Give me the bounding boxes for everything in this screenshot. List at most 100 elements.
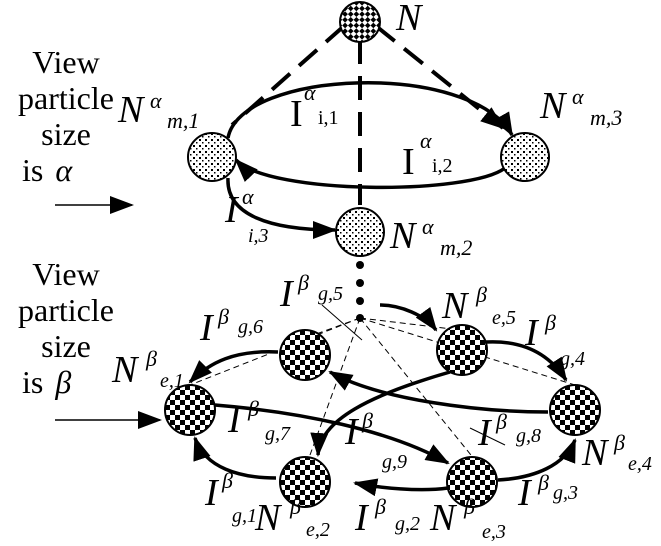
svg-text:I: I: [204, 472, 220, 514]
svg-text:N: N: [254, 497, 283, 539]
beta-view-label: View particle size is β: [6, 256, 126, 400]
root-node-label: N: [395, 0, 424, 39]
svg-text:g,9: g,9: [382, 451, 407, 473]
svg-text:i,2: i,2: [432, 155, 453, 177]
beta-view-symbol: β: [55, 364, 72, 400]
svg-text:I: I: [224, 189, 240, 231]
svg-text:β: β: [463, 494, 475, 519]
node-e3: [446, 456, 498, 508]
label-e3: N β e,3: [429, 494, 506, 543]
svg-text:β: β: [221, 468, 233, 493]
beta-arcs: [188, 303, 577, 497]
svg-text:g,2: g,2: [395, 513, 420, 535]
svg-text:I: I: [524, 312, 540, 354]
alpha-view-line4: is α: [6, 152, 126, 188]
svg-text:i,1: i,1: [318, 107, 339, 129]
svg-text:g,1: g,1: [232, 505, 257, 527]
svg-text:α: α: [420, 128, 432, 153]
svg-text:β: β: [613, 430, 625, 455]
alpha-arc-i1: [226, 81, 514, 139]
node-m2: [335, 207, 385, 257]
label-i2: I α i,2: [402, 128, 453, 183]
svg-text:N: N: [539, 85, 568, 127]
ellipsis-dots: [356, 261, 364, 322]
beta-arc-g4: [485, 340, 568, 382]
beta-arc-g3: [497, 438, 577, 482]
svg-text:α: α: [304, 80, 316, 105]
svg-text:β: β: [217, 304, 229, 329]
alpha-arc-i2: [234, 158, 507, 190]
svg-text:g,3: g,3: [553, 482, 578, 504]
svg-text:N: N: [117, 89, 146, 131]
label-g3: I β g,3: [517, 470, 578, 514]
beta-arc-g7: [310, 370, 451, 457]
svg-text:m,2: m,2: [440, 235, 472, 260]
label-g2: I β g,2: [354, 494, 420, 539]
svg-text:β: β: [374, 494, 386, 519]
beta-view-line2: particle: [18, 292, 114, 328]
svg-text:α: α: [242, 184, 254, 209]
svg-text:e,5: e,5: [492, 307, 516, 329]
svg-text:m,3: m,3: [590, 105, 622, 130]
node-e1: [164, 384, 216, 436]
label-e5: N β e,5: [441, 282, 516, 329]
node-m1: [187, 132, 237, 182]
svg-text:i,3: i,3: [248, 225, 269, 247]
beta-view-line1: View: [32, 256, 100, 292]
svg-text:β: β: [289, 494, 301, 519]
label-g6: I β g,6: [199, 304, 263, 349]
svg-text:e,4: e,4: [628, 453, 652, 475]
alpha-view-line2: particle: [18, 80, 114, 116]
svg-text:m,1: m,1: [167, 108, 199, 133]
g8-leader-line: [469, 427, 506, 446]
svg-text:I: I: [290, 93, 303, 135]
root-node: [339, 1, 381, 43]
beta-arc-g6: [188, 350, 279, 384]
svg-text:N: N: [429, 497, 458, 539]
label-g1: I β g,1: [204, 468, 257, 527]
svg-text:g,4: g,4: [560, 348, 585, 370]
label-i1: I α i,1: [290, 80, 339, 135]
svg-text:β: β: [475, 282, 487, 307]
label-e4: N β e,4: [581, 430, 652, 475]
svg-text:e,2: e,2: [306, 519, 330, 541]
label-i3: I α i,3: [224, 184, 269, 247]
svg-text:g,5: g,5: [318, 283, 343, 305]
label-g5: I β g,5: [279, 270, 343, 315]
label-m1: N α m,1: [117, 88, 199, 133]
alpha-view-label: View particle size is α: [6, 44, 126, 188]
node-e4: [549, 384, 601, 436]
svg-text:e,1: e,1: [160, 370, 184, 392]
alpha-arc-i3: [226, 177, 337, 239]
svg-text:e,3: e,3: [482, 521, 506, 543]
node-e-hidden: [279, 329, 331, 381]
beta-view-is: is: [22, 364, 44, 400]
beta-arc-g2: [353, 478, 449, 497]
svg-text:I: I: [517, 472, 533, 514]
svg-text:β: β: [247, 396, 259, 421]
root-link-m3: [374, 24, 505, 130]
svg-text:α: α: [150, 88, 162, 113]
alpha-view-line1: View: [32, 44, 100, 80]
node-e2: [279, 456, 331, 508]
label-g7: I β g,7: [227, 396, 291, 445]
svg-text:I: I: [199, 307, 215, 349]
svg-text:g,6: g,6: [238, 316, 263, 338]
beta-level: N β e,1 N β e,5 N β e,4 N β e,2 N β e,3 …: [111, 270, 652, 543]
beta-arc-g8: [328, 370, 549, 414]
beta-view-line3: size: [41, 328, 91, 364]
label-g8: I β g,8: [477, 409, 541, 454]
svg-text:N: N: [111, 349, 140, 391]
alpha-level: N N α m,1 N α m,3 N α m,2 I α i,1 I α i,…: [117, 0, 622, 260]
alpha-view-symbol: α: [55, 152, 73, 188]
svg-text:β: β: [495, 409, 507, 434]
svg-text:β: β: [544, 310, 556, 335]
svg-text:α: α: [572, 84, 584, 109]
node-e5: [436, 324, 488, 376]
svg-text:β: β: [145, 346, 157, 371]
svg-text:I: I: [279, 273, 295, 315]
label-g4: I β g,4: [524, 310, 585, 370]
beta-arc-g9: [214, 403, 450, 465]
svg-text:I: I: [344, 411, 360, 453]
